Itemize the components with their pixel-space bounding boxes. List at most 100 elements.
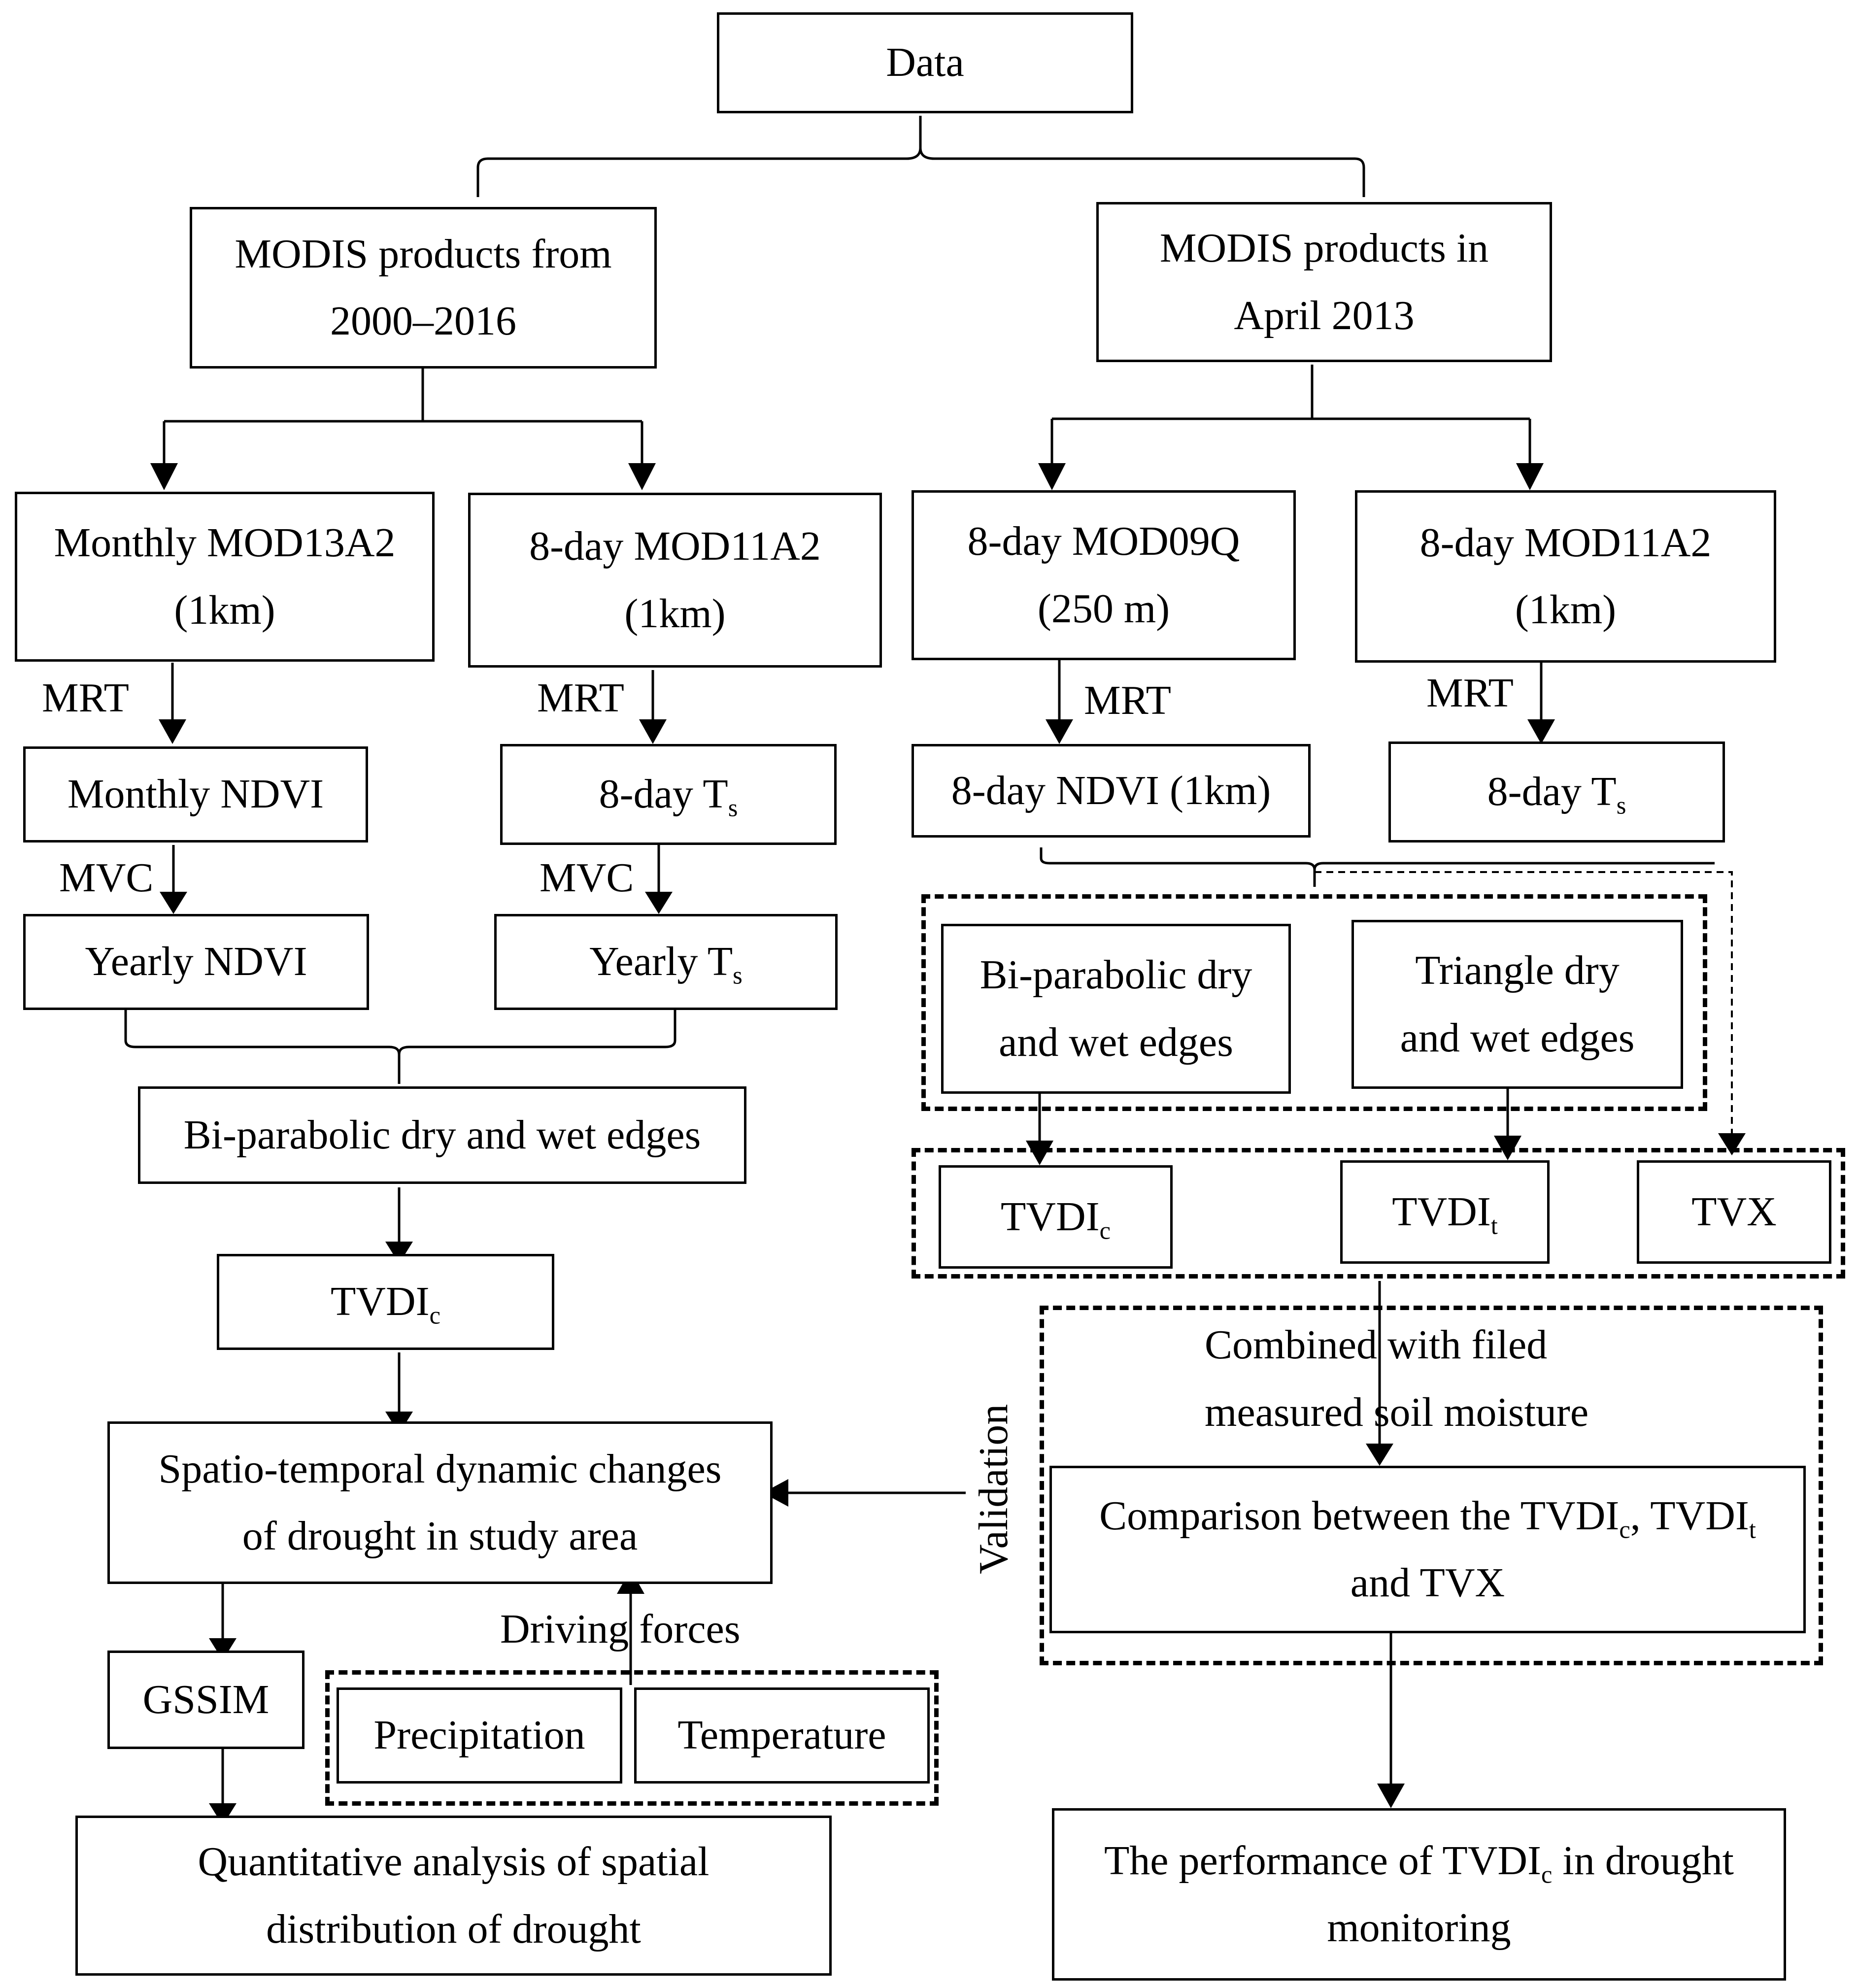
label-mvc-2: MVC <box>540 855 634 901</box>
quant-line2: distribution of drought <box>266 1906 641 1952</box>
label-driving-forces: Driving forces <box>500 1606 741 1652</box>
spatio-line1: Spatio-temporal dynamic changes <box>158 1446 722 1492</box>
comparison-line1c: , TVDI <box>1630 1492 1749 1539</box>
tvdit-sub: t <box>1490 1212 1498 1240</box>
mod13a2-line2: (1km) <box>174 587 275 633</box>
tvdic-right-sub: c <box>1099 1216 1111 1245</box>
tvdic-left-label: TVDI <box>331 1279 430 1325</box>
arrowhead <box>1516 463 1544 490</box>
box-biparabolic-right: Bi-parabolic dry and wet edges <box>941 924 1291 1094</box>
box-triangle: Triangle dry and wet edges <box>1351 920 1683 1089</box>
eight-day-ndvi-label: 8-day NDVI (1km) <box>951 767 1271 813</box>
comparison-sub-t: t <box>1749 1516 1756 1544</box>
tvdic-right-label: TVDI <box>1001 1193 1100 1240</box>
arrowhead <box>1377 1784 1405 1808</box>
arrowhead <box>1527 719 1555 744</box>
precipitation-label: Precipitation <box>373 1712 585 1758</box>
yearly-ts-sub: s <box>733 962 743 990</box>
box-data: Data <box>717 12 1133 113</box>
tvx-label: TVX <box>1691 1188 1777 1235</box>
triangle-line1: Triangle dry <box>1415 947 1620 994</box>
modis-b-line1: MODIS products in <box>1159 225 1489 271</box>
arrowhead <box>1366 1444 1393 1466</box>
arrowhead <box>1046 719 1073 744</box>
group-indices-right <box>912 1148 1845 1279</box>
arrowhead <box>209 1803 236 1825</box>
box-yearly-ndvi: Yearly NDVI <box>23 914 369 1010</box>
box-tvdic-right: TVDIc <box>939 1165 1173 1269</box>
label-mrt-1: MRT <box>42 675 129 721</box>
performance-line1c: in drought <box>1552 1837 1734 1884</box>
box-8day-ts-left: 8-day Ts <box>500 744 837 845</box>
performance-line2: monitoring <box>1327 1905 1511 1951</box>
tvdit-label: TVDI <box>1392 1188 1491 1235</box>
ts-right-sub: s <box>1616 792 1626 820</box>
mod11a2-left-line1: 8-day MOD11A2 <box>529 523 821 570</box>
label-validation: Validation <box>971 1404 1016 1574</box>
box-biparabolic-left: Bi-parabolic dry and wet edges <box>138 1086 746 1184</box>
ts-left-sub: s <box>728 794 738 822</box>
comparison-line2: and TVX <box>1350 1560 1505 1606</box>
arrowhead <box>639 719 667 744</box>
ts-left-label: 8-day T <box>599 771 728 817</box>
label-combined-2: measured soil moisture <box>1205 1389 1589 1435</box>
biparabolic-left-label: Bi-parabolic dry and wet edges <box>183 1112 701 1158</box>
arrowhead <box>385 1242 413 1264</box>
brace-yearly <box>124 1010 676 1084</box>
temperature-label: Temperature <box>677 1712 886 1758</box>
label-mvc-1: MVC <box>59 855 154 901</box>
comparison-sub-c: c <box>1619 1516 1630 1544</box>
mod11a2-right-line2: (1km) <box>1515 587 1617 633</box>
performance-sub: c <box>1541 1860 1553 1888</box>
box-8day-mod11a2-right: 8-day MOD11A2(1km) <box>1355 490 1776 663</box>
yearly-ts-label: Yearly T <box>589 939 733 985</box>
box-8day-mod09q: 8-day MOD09Q (250 m) <box>912 490 1296 660</box>
arrowhead <box>1038 463 1066 490</box>
mod11a2-left-line2: (1km) <box>624 590 726 637</box>
modis-a-line2: 2000–2016 <box>330 298 516 344</box>
box-modis-april-2013: MODIS products in April 2013 <box>1096 202 1552 362</box>
box-yearly-ts: Yearly Ts <box>494 914 838 1010</box>
mod09q-line2: (250 m) <box>1037 585 1170 632</box>
label-combined-1: Combined with filed <box>1205 1322 1548 1368</box>
arrowhead <box>159 719 186 744</box>
connector-modis-b <box>1050 365 1531 463</box>
mod13a2-line1: Monthly MOD13A2 <box>54 520 396 566</box>
arrowhead <box>645 892 673 914</box>
tvdic-left-sub: c <box>429 1302 440 1330</box>
quant-line1: Quantitative analysis of spatial <box>198 1839 709 1885</box>
box-gssim: GSSIM <box>107 1651 304 1749</box>
connector-modis-a <box>163 367 643 463</box>
yearly-ndvi-label: Yearly NDVI <box>85 939 307 985</box>
group-validation <box>1040 1306 1823 1665</box>
arrowhead <box>763 1479 788 1507</box>
performance-line1a: The performance of TVDI <box>1104 1837 1541 1884</box>
box-tvx: TVX <box>1637 1160 1831 1264</box>
arrowhead <box>150 463 178 490</box>
group-driving-forces <box>325 1670 939 1806</box>
biparabolic-right-line1: Bi-parabolic dry <box>980 952 1252 998</box>
box-monthly-ndvi: Monthly NDVI <box>23 746 368 842</box>
brace-data <box>476 116 1365 197</box>
arrowhead <box>628 463 656 490</box>
dashed-arrow-tvx <box>1315 871 1733 1143</box>
box-data-label: Data <box>886 39 964 86</box>
box-8day-ndvi: 8-day NDVI (1km) <box>912 744 1311 838</box>
triangle-line2: and wet edges <box>1400 1014 1635 1061</box>
gssim-label: GSSIM <box>142 1676 270 1722</box>
monthly-ndvi-label: Monthly NDVI <box>67 771 324 817</box>
arrowhead <box>1718 1133 1746 1155</box>
modis-b-line2: April 2013 <box>1234 292 1415 338</box>
group-edges-right <box>921 894 1707 1111</box>
arrowhead <box>209 1638 236 1660</box>
mod09q-line1: 8-day MOD09Q <box>967 518 1240 565</box>
box-performance: The performance of TVDIc in drought monit… <box>1052 1808 1786 1981</box>
arrowhead <box>160 892 187 914</box>
ts-right-label: 8-day T <box>1487 769 1617 815</box>
arrowhead <box>1026 1141 1053 1165</box>
box-8day-ts-right: 8-day Ts <box>1388 741 1725 842</box>
biparabolic-right-line2: and wet edges <box>999 1019 1233 1065</box>
modis-a-line1: MODIS products from <box>235 231 612 277</box>
box-monthly-mod13a2: Monthly MOD13A2 (1km) <box>15 492 435 662</box>
